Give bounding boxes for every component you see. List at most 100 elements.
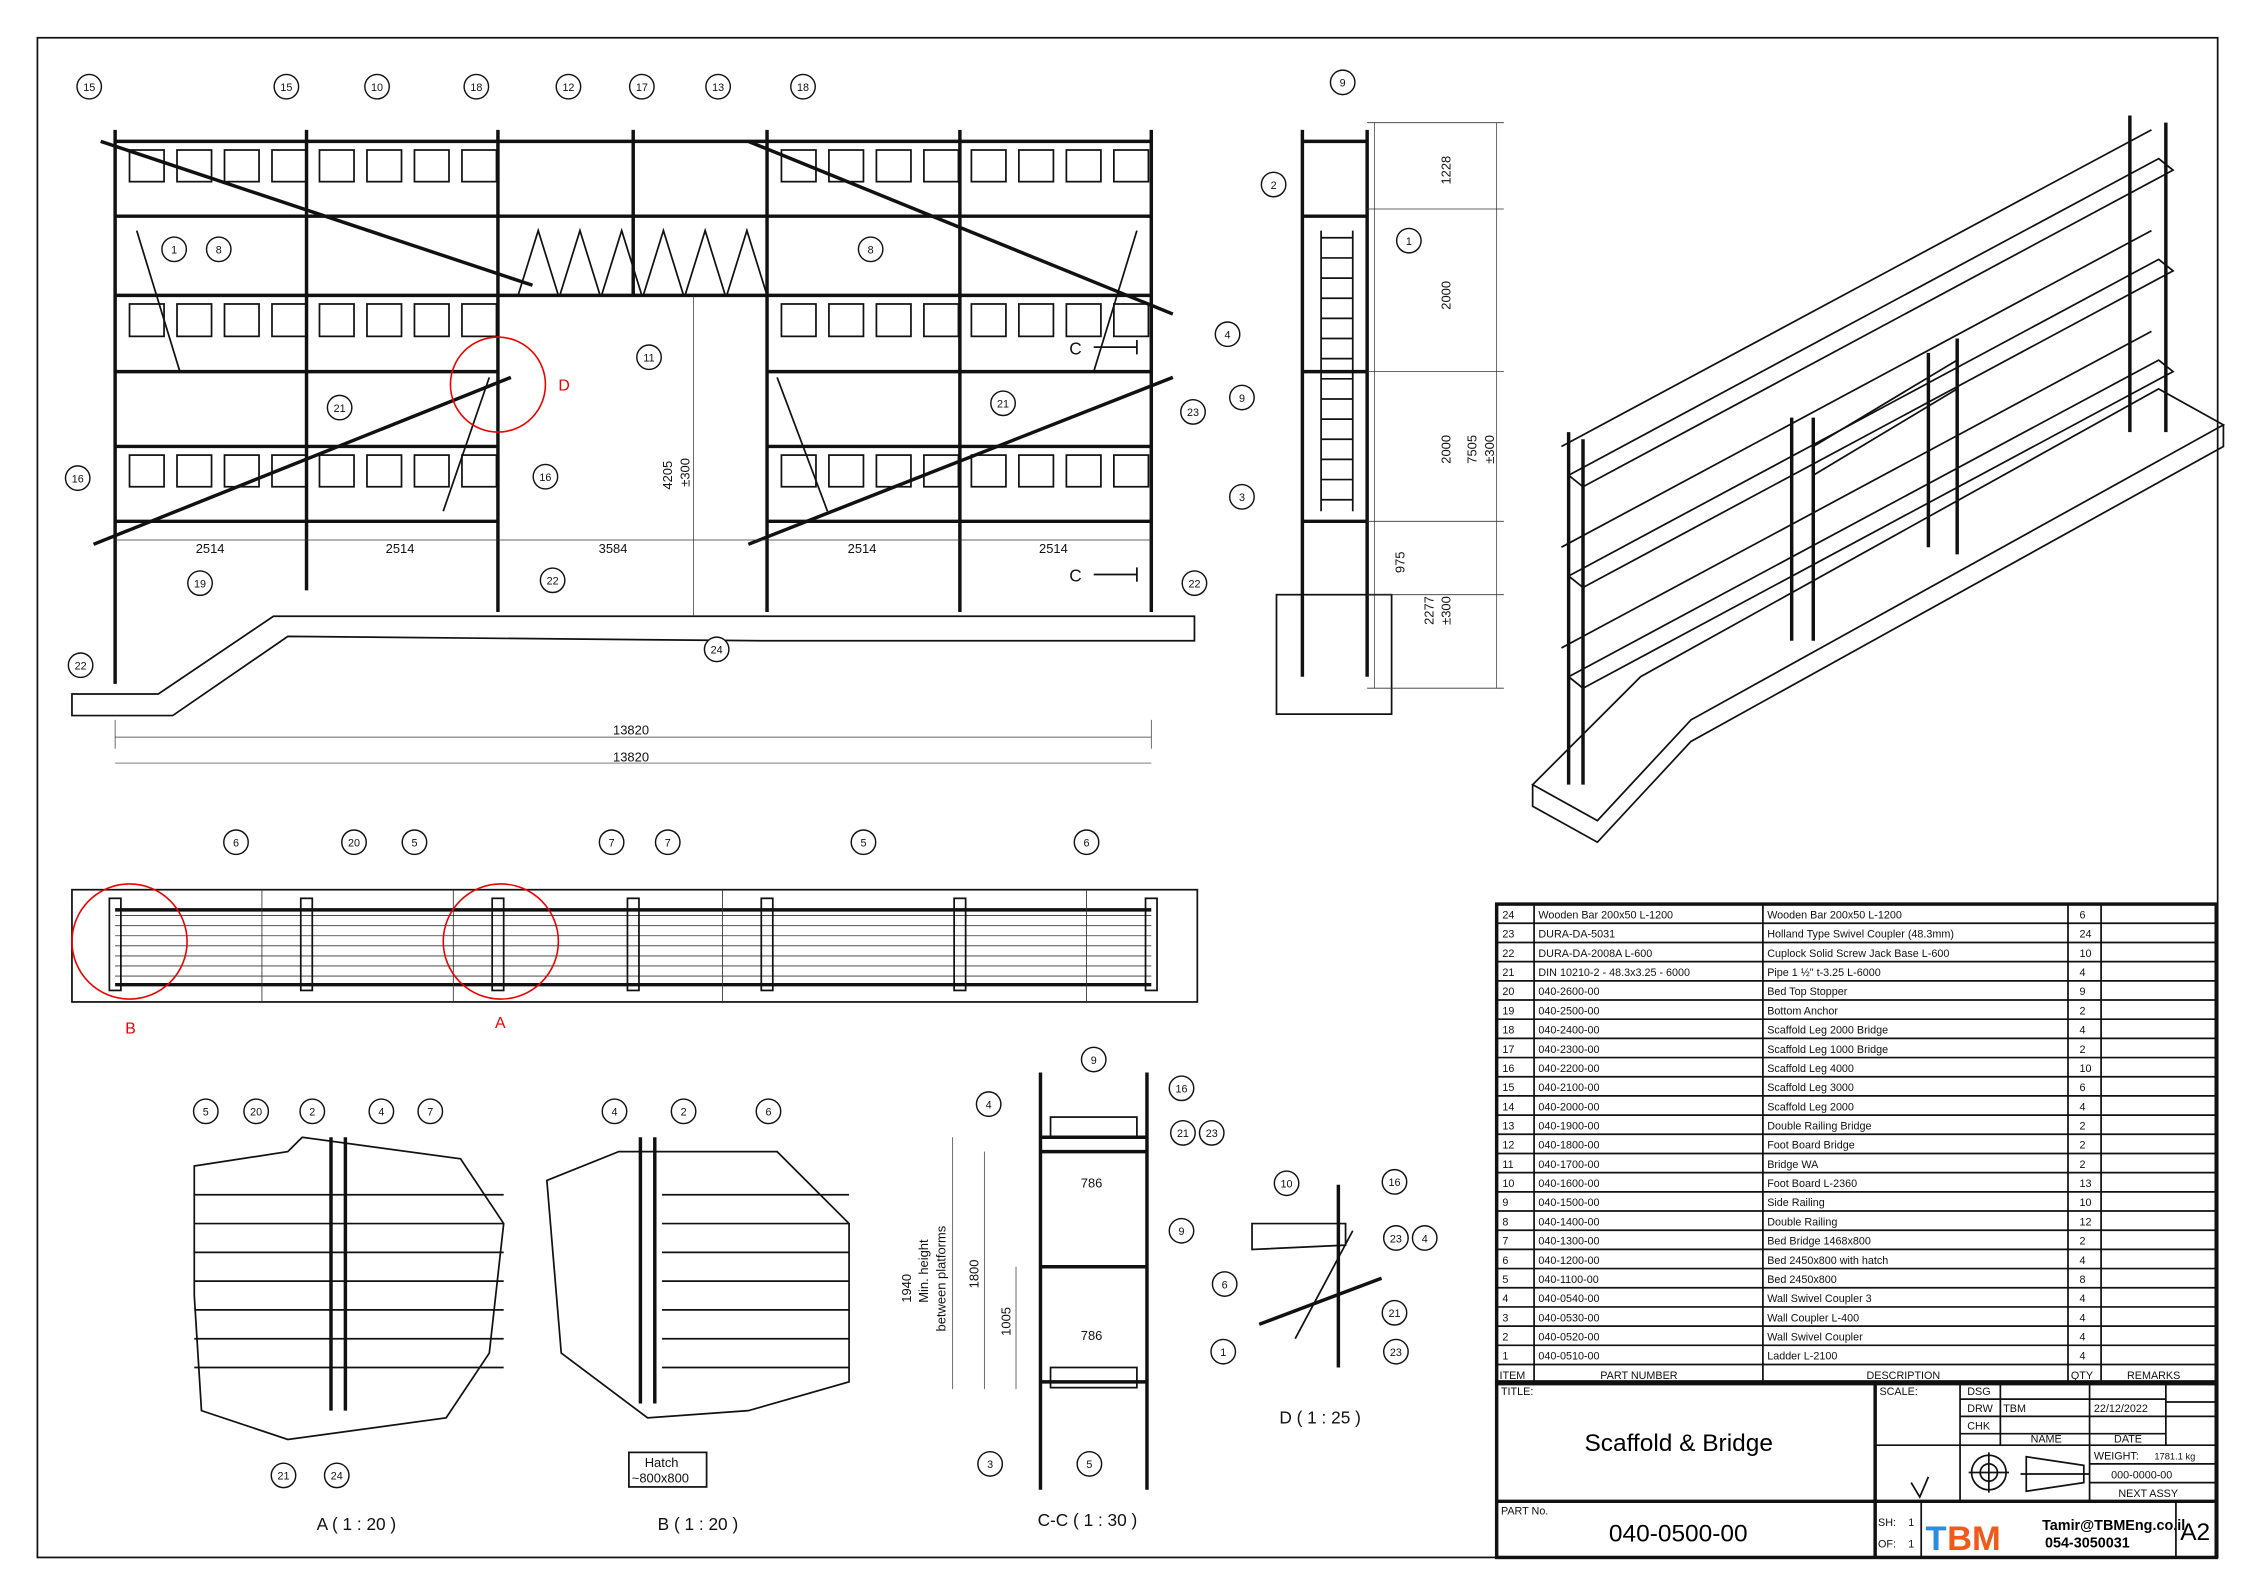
- callout-number: 4: [986, 1099, 992, 1111]
- callout-balloon: 11: [636, 344, 662, 371]
- callout-number: 23: [1187, 407, 1199, 419]
- ladder-brace: [135, 230, 181, 372]
- callout-number: 11: [643, 353, 654, 365]
- callout-number: 8: [216, 245, 222, 257]
- bom-item: 17: [1502, 1044, 1514, 1056]
- bom-qty: 13: [2080, 1178, 2092, 1190]
- railing-panel: [271, 454, 308, 488]
- railing-panel: [413, 303, 450, 338]
- railing-panel: [128, 303, 165, 338]
- railing-panel: [1018, 303, 1055, 338]
- title-label: TITLE:: [1501, 1386, 1533, 1398]
- callout-balloon: 10: [1273, 1170, 1300, 1197]
- plan-leg: [108, 897, 122, 992]
- callout-balloon: 12: [555, 73, 582, 100]
- callout-number: 6: [1084, 838, 1090, 850]
- callout-balloon: 15: [273, 73, 300, 100]
- bom-description: Bed 2450x800 with hatch: [1767, 1255, 1888, 1267]
- bay-dim-1: 2514: [196, 541, 225, 556]
- railing-panel: [461, 149, 498, 183]
- section-mark-c-bottom: C: [1069, 566, 1081, 586]
- bom-description: Holland Type Swivel Coupler (48.3mm): [1767, 929, 1954, 941]
- bom-description: Wall Swivel Coupler 3: [1767, 1293, 1871, 1305]
- callout-number: 16: [539, 472, 551, 484]
- side-base-block: [1275, 593, 1393, 715]
- weight-value: 1781.1 kg: [2154, 1452, 2195, 1462]
- bom-part-number: 040-2600-00: [1538, 986, 1599, 998]
- bom-part-number: 040-1800-00: [1538, 1140, 1599, 1152]
- callout-number: 23: [1206, 1128, 1218, 1140]
- sheet-size: A2: [2180, 1519, 2210, 1546]
- bom-item: 20: [1502, 986, 1514, 998]
- callout-balloon: 21: [990, 390, 1017, 417]
- side-dim-2000-a: 2000: [1439, 281, 1454, 310]
- callout-balloon: 9: [1168, 1217, 1195, 1244]
- callout-number: 20: [348, 838, 360, 850]
- weight-label: WEIGHT:: [2094, 1451, 2139, 1463]
- bom-qty: 4: [2080, 967, 2086, 979]
- bom-description: Scaffold Leg 2000 Bridge: [1767, 1025, 1888, 1037]
- sheet-count: 1: [1908, 1538, 1914, 1550]
- railing-panel: [780, 303, 817, 338]
- bom-description: Ladder L-2100: [1767, 1351, 1837, 1363]
- bom-part-number: 040-0510-00: [1538, 1351, 1599, 1363]
- callout-number: 16: [1388, 1177, 1400, 1189]
- bom-description: Wall Swivel Coupler: [1767, 1332, 1863, 1344]
- bom-qty: 9: [2080, 986, 2086, 998]
- bridge-height-tol: ±300: [677, 458, 692, 487]
- railing-panel: [318, 454, 355, 488]
- railing-panel: [1065, 303, 1102, 338]
- plan-leg: [760, 897, 774, 992]
- callout-balloon: 9: [1080, 1046, 1107, 1073]
- detail-b-circle: [71, 883, 188, 1000]
- diagonal-brace: [100, 139, 534, 287]
- view-caption-d: D ( 1 : 25 ): [1279, 1408, 1360, 1428]
- bom-description: Foot Board L-2360: [1767, 1178, 1857, 1190]
- bom-item: 9: [1502, 1197, 1508, 1209]
- bom-part-number: 040-1700-00: [1538, 1159, 1599, 1171]
- bom-part-number: 040-2000-00: [1538, 1101, 1599, 1113]
- d-brace: [1294, 1230, 1354, 1340]
- callout-balloon: 23: [1180, 398, 1206, 425]
- railing-panel: [1065, 454, 1102, 488]
- ground-profile: [71, 615, 1196, 717]
- railing-panel: [176, 303, 213, 338]
- railing-panel: [366, 454, 403, 488]
- bom-part-number: 040-1900-00: [1538, 1120, 1599, 1132]
- bom-description: Scaffold Leg 2000: [1767, 1101, 1854, 1113]
- next-assy-label: NEXT ASSY: [2118, 1488, 2178, 1500]
- callout-number: 22: [75, 661, 87, 673]
- bridge-height-dim: 4205: [660, 461, 675, 490]
- callout-balloon: 23: [1198, 1119, 1225, 1146]
- bridge-truss: [600, 227, 643, 296]
- railing-panel: [366, 303, 403, 338]
- detail-b-outline: [545, 1150, 850, 1419]
- callout-number: 5: [860, 838, 866, 850]
- callout-balloon: 18: [790, 73, 816, 100]
- ladder-brace: [776, 377, 829, 512]
- bom-part-number: 040-1300-00: [1538, 1236, 1599, 1248]
- plan-detail-marks: B A: [71, 883, 560, 1038]
- bay-dim-5: 2514: [1039, 541, 1068, 556]
- callout-number: 22: [547, 576, 559, 588]
- railing-panel: [128, 454, 165, 488]
- callout-balloon: 21: [326, 394, 353, 421]
- section-arrow: [1093, 339, 1138, 355]
- callout-number: 3: [1239, 492, 1245, 504]
- callout-balloon: 4: [1214, 321, 1241, 348]
- bom-part-number: 040-2500-00: [1538, 1005, 1599, 1017]
- bom-qty: 4: [2080, 1025, 2086, 1037]
- bom-part-number: 040-2400-00: [1538, 1025, 1599, 1037]
- diagonal-brace: [747, 139, 1174, 316]
- d-brace: [1258, 1276, 1383, 1326]
- bom-part-number: 040-1400-00: [1538, 1216, 1599, 1228]
- callout-balloon: 19: [187, 570, 213, 597]
- railing-panel: [1018, 149, 1055, 183]
